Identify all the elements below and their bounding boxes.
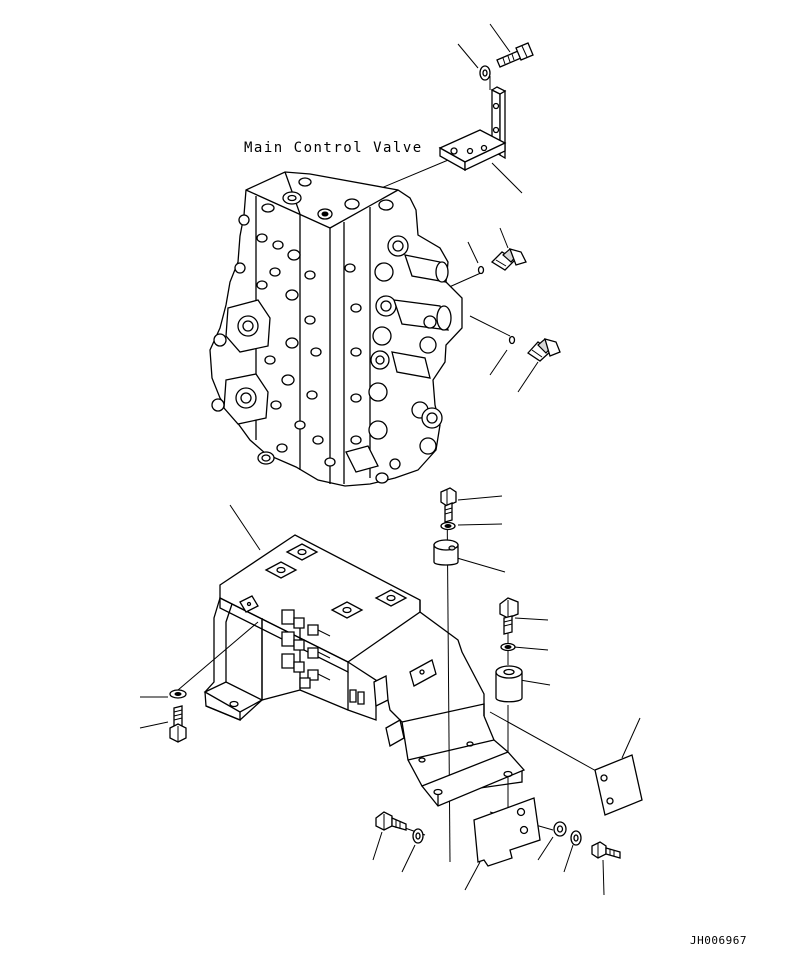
bracket [440, 87, 505, 170]
pressure-sensor-1 [492, 249, 526, 270]
spacer-upper-right [434, 540, 458, 565]
washer-lower-left [413, 829, 423, 843]
bolt-lower-left [376, 812, 406, 830]
spacer-mid-right [496, 666, 522, 702]
bolt-top [497, 43, 533, 67]
washer-lower-mid [554, 822, 566, 836]
bolt-mid-right [500, 598, 518, 634]
valve-support-frame [205, 535, 524, 806]
o-ring-1 [479, 267, 484, 274]
washer-mid-right [501, 644, 515, 651]
washer-top [480, 66, 490, 80]
plate-right [595, 755, 642, 815]
bolt-upper-right [441, 488, 456, 522]
washer-left [170, 690, 186, 698]
washer-upper-right [441, 523, 455, 530]
bolt-lower-right [592, 842, 620, 858]
leader-lines [140, 24, 640, 895]
drawing-code: JH006967 [690, 934, 747, 947]
bolt-left [170, 706, 186, 742]
plate-lower [474, 798, 540, 866]
main-control-valve-label: Main Control Valve [244, 140, 423, 156]
o-ring-2 [510, 337, 515, 344]
washer-lower-right [571, 831, 581, 845]
pressure-sensor-2 [528, 339, 560, 361]
main-control-valve [210, 172, 462, 486]
